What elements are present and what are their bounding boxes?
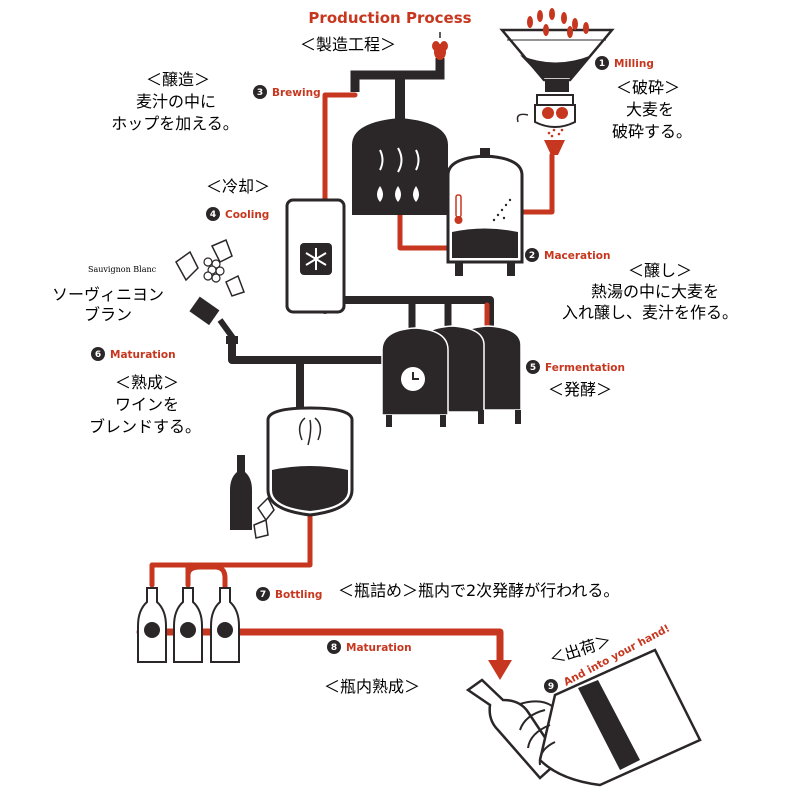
step-badge-4 xyxy=(206,207,220,221)
pipe-bottle-loop xyxy=(185,564,228,591)
step-number-2: 2 xyxy=(529,251,535,261)
pipe-ferm-to-mat xyxy=(228,336,386,364)
grape-leaf-icon xyxy=(253,496,275,539)
step-desc-2-line3: 入れ醸し、麦汁を作る。 xyxy=(562,303,738,322)
step-desc-1-line2: 大麦を xyxy=(626,100,674,119)
step-desc-2-line1: ＜醸し＞ xyxy=(628,261,692,280)
step-badge-5 xyxy=(526,360,540,374)
step-label-3: Brewing xyxy=(272,87,321,99)
step-number-6: 6 xyxy=(95,350,101,360)
pipe-macer-to-brew xyxy=(397,209,451,251)
maturation-tank xyxy=(230,406,354,539)
hop-icon xyxy=(432,32,448,60)
step-badge-1 xyxy=(595,56,609,70)
step-label-7: Bottling xyxy=(275,589,322,601)
step-desc-3-line2: 麦汁の中に xyxy=(136,92,216,111)
maceration-tank xyxy=(446,148,524,276)
title-jp: ＜製造工程＞ xyxy=(300,35,396,54)
pipe-mill-to-macer xyxy=(519,152,555,215)
step-desc-3-line1: ＜醸造＞ xyxy=(146,70,210,89)
step-desc-8-line1: ＜瓶内熟成＞ xyxy=(324,677,420,696)
step-number-1: 1 xyxy=(599,59,605,69)
step-desc-2-line2: 熱湯の中に大麦を xyxy=(591,282,719,301)
milling-crusher xyxy=(516,94,576,155)
step-label-2: Maceration xyxy=(544,250,610,262)
step-label-4: Cooling xyxy=(225,209,269,221)
pipe-brew-to-cool xyxy=(322,92,358,203)
milling-hopper xyxy=(499,8,615,92)
step-label-5: Fermentation xyxy=(545,362,625,374)
wine-bottle-icon xyxy=(230,455,252,530)
step-desc-4-line1: ＜冷却＞ xyxy=(206,177,270,196)
step-badge-9 xyxy=(544,679,558,693)
step-label-6: Maturation xyxy=(110,349,176,361)
brewing-kettle xyxy=(350,32,448,215)
pipe-mat-to-bottles xyxy=(149,512,313,588)
step-desc-6-line1: ＜熟成＞ xyxy=(115,373,179,392)
step-desc-1-line3: 破砕する。 xyxy=(612,122,692,141)
fermentation-tanks xyxy=(381,325,522,427)
step-number-4: 4 xyxy=(210,210,216,220)
step-label-1: Milling xyxy=(614,58,654,70)
pipe-bottles-to-hand xyxy=(136,628,504,669)
step-desc-1-line1: ＜破砕＞ xyxy=(616,78,680,97)
grape-leaf-icon xyxy=(175,239,245,297)
snowflake-icon xyxy=(305,248,327,270)
step-number-8: 8 xyxy=(331,643,337,653)
step-number-9: 9 xyxy=(548,682,554,692)
step-desc-6-line3: ブレンドする。 xyxy=(89,417,201,436)
varietal-jp-line2: ブラン xyxy=(84,305,132,324)
sauvignon-blanc-grapes xyxy=(175,239,245,344)
varietal-en: Sauvignon Blanc xyxy=(88,265,157,274)
step-badge-8 xyxy=(327,640,341,654)
step-number-5: 5 xyxy=(530,363,536,373)
thermometer-icon xyxy=(454,194,463,224)
step-badge-6 xyxy=(91,347,105,361)
step-badge-3 xyxy=(253,85,267,99)
step-desc-3-line3: ホップを加える。 xyxy=(111,114,239,133)
step-badge-2 xyxy=(525,248,539,262)
pipe-cool-to-ferm xyxy=(321,296,494,332)
step-number-7: 7 xyxy=(260,590,266,600)
step-desc-5-line1: ＜発酵＞ xyxy=(548,380,612,399)
flow-arrowhead xyxy=(488,660,512,680)
step-label-8: Maturation xyxy=(346,642,412,654)
step-number-3: 3 xyxy=(257,88,263,98)
step-desc-7-line1: ＜瓶詰め＞瓶内で2次発酵が行われる。 xyxy=(338,581,619,600)
step-badge-7 xyxy=(256,587,270,601)
cooling-unit xyxy=(285,198,346,314)
varietal-jp-line1: ソーヴィニヨン xyxy=(52,285,164,304)
clock-icon xyxy=(401,367,425,391)
flame-icon xyxy=(377,186,419,202)
step-desc-6-line2: ワインを xyxy=(115,395,179,414)
barley-icon xyxy=(527,8,589,38)
title-en: Production Process xyxy=(308,9,471,27)
hand-holding-bottle xyxy=(465,648,702,787)
